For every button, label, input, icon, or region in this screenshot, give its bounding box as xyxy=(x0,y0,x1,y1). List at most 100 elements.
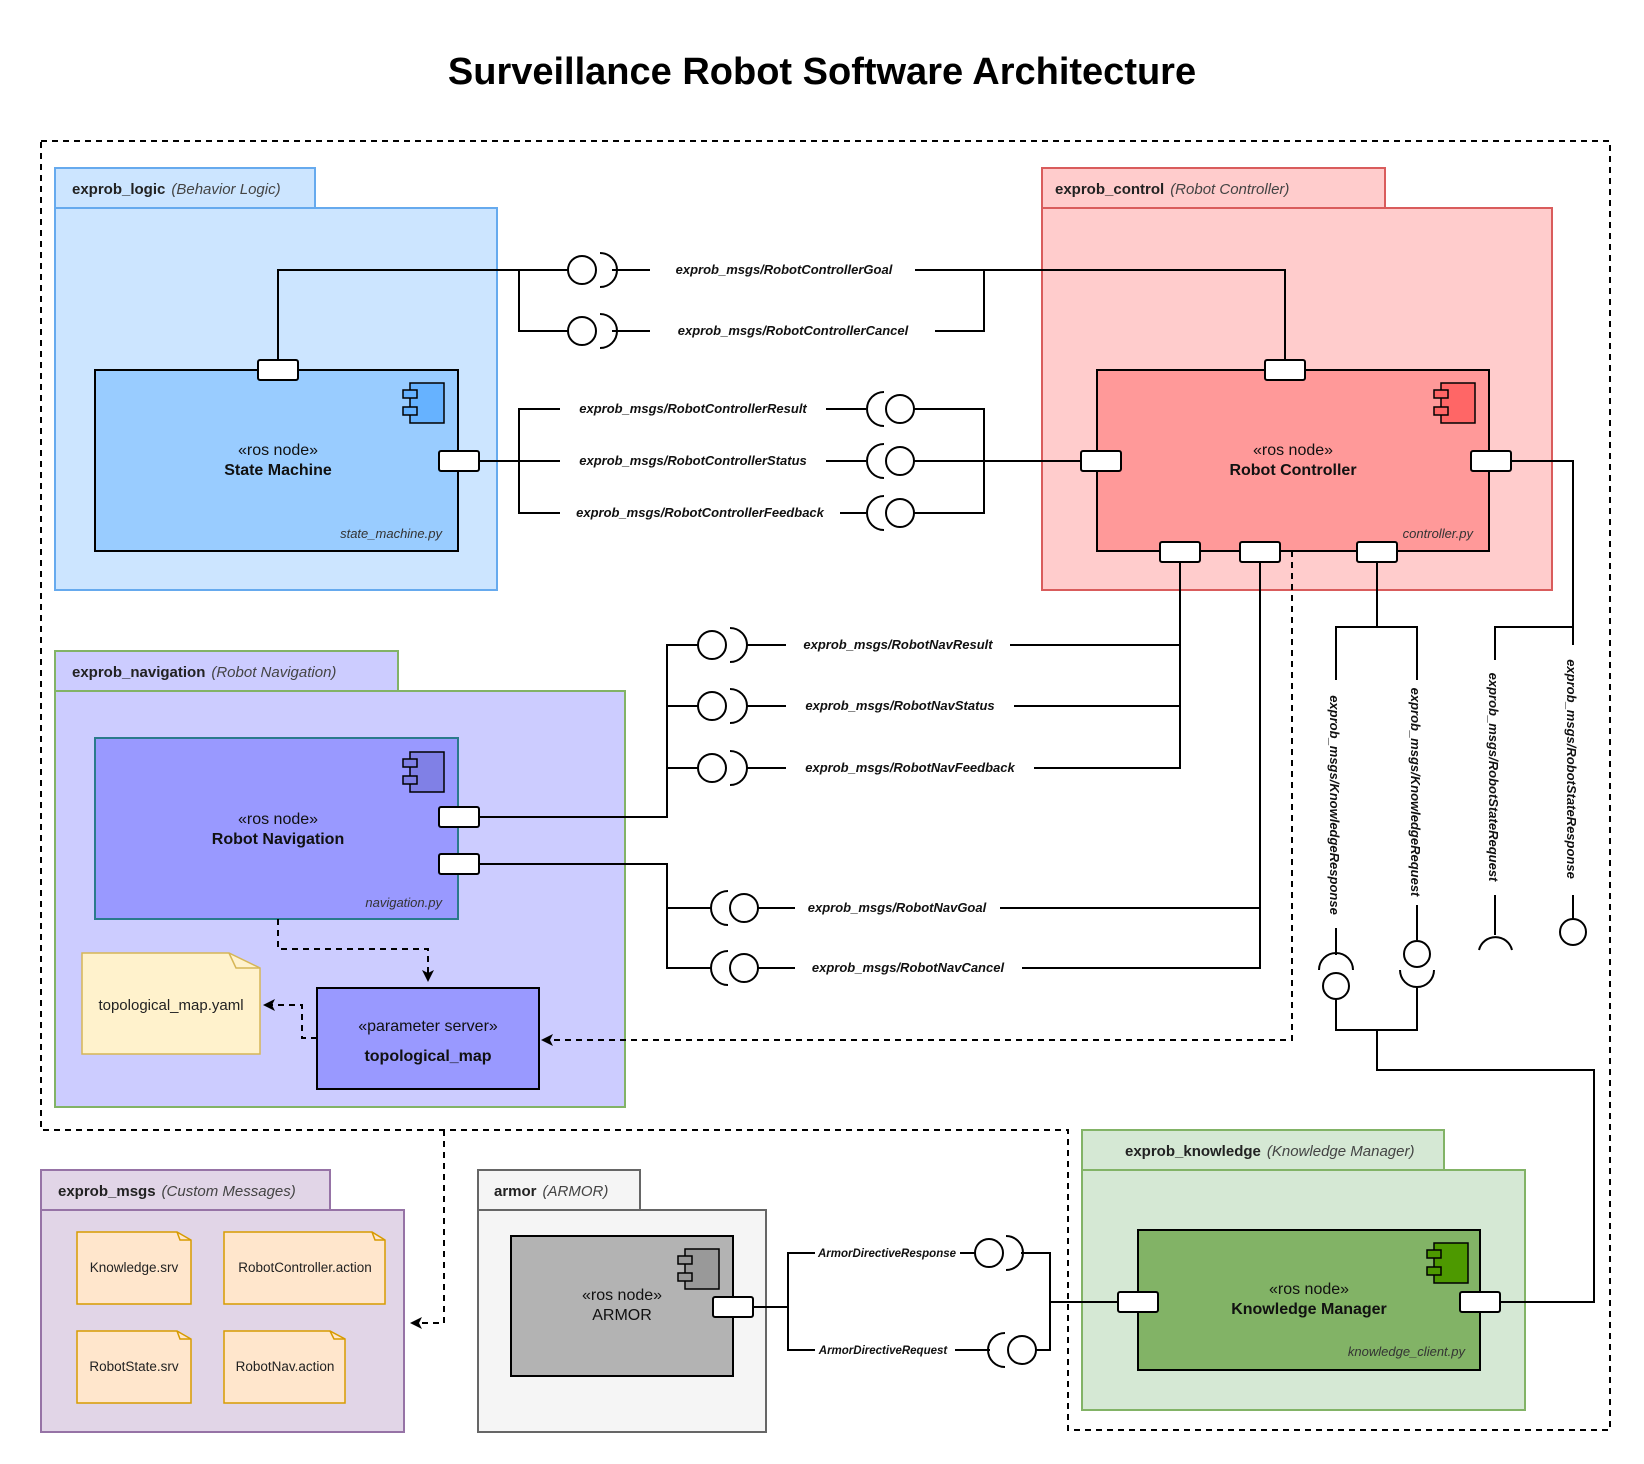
port-nav-right-1[interactable] xyxy=(438,806,480,828)
label-controller-status: exprob_msgs/RobotControllerStatus xyxy=(579,453,807,468)
label-nav-result: exprob_msgs/RobotNavResult xyxy=(803,637,993,652)
interface-nav-result-symbol xyxy=(697,627,748,663)
wire-knowledge-join xyxy=(1335,988,1418,1031)
label-knowledge-response: exprob_msgs/KnowledgeResponse xyxy=(1327,695,1342,915)
interface-nav-status-symbol xyxy=(697,688,748,724)
node-file: state_machine.py xyxy=(340,526,443,541)
wire-sm-cancel xyxy=(518,270,570,332)
label-controller-cancel: exprob_msgs/RobotControllerCancel xyxy=(678,323,909,338)
interface-controller-result-symbol xyxy=(866,391,915,427)
node-stereotype: «ros node» xyxy=(238,811,318,828)
node-robot-navigation[interactable]: «ros node» Robot Navigation navigation.p… xyxy=(94,737,459,920)
wire-nav-in-goal xyxy=(479,863,712,909)
wire-cancel-to-controller xyxy=(935,270,985,332)
interface-controller-cancel-symbol xyxy=(567,313,618,349)
wire-nav-out xyxy=(479,644,700,818)
wire-ctrl-state-response xyxy=(1511,460,1574,645)
dep-nav-to-map xyxy=(277,919,434,982)
wire-goal-to-controller xyxy=(915,269,1286,360)
component-icon xyxy=(1426,1242,1469,1284)
wire-sm-goal xyxy=(277,269,570,360)
interface-controller-feedback-symbol xyxy=(866,495,915,531)
note-robot-nav-action[interactable]: RobotNav.action xyxy=(223,1330,346,1404)
package-name: exprob_msgs(Custom Messages) xyxy=(58,1183,296,1200)
port-knowledge-left[interactable] xyxy=(1117,1291,1159,1313)
component-icon xyxy=(1433,382,1476,424)
node-file: controller.py xyxy=(1403,526,1475,541)
note-robot-state-srv[interactable]: RobotState.srv xyxy=(76,1330,192,1404)
label-armor-response: ArmorDirectiveResponse xyxy=(817,1248,957,1260)
port-ctrl-right[interactable] xyxy=(1470,450,1512,472)
package-name: exprob_knowledge(Knowledge Manager) xyxy=(1125,1143,1414,1160)
node-name: Knowledge Manager xyxy=(1231,1301,1387,1318)
wire-armor-request xyxy=(787,1307,815,1351)
wire-ctrl-nav-feedback xyxy=(1034,562,1181,769)
system-boundary xyxy=(40,140,1611,1431)
wire-to-knowledge-manager xyxy=(1376,1030,1595,1303)
dep-system-to-msgs xyxy=(410,1130,445,1329)
svg-text:RobotNav.action: RobotNav.action xyxy=(236,1359,335,1374)
node-name: ARMOR xyxy=(592,1307,652,1324)
note-robot-controller-action[interactable]: RobotController.action xyxy=(223,1231,386,1305)
package-name: exprob_logic(Behavior Logic) xyxy=(72,181,281,198)
port-nav-right-2[interactable] xyxy=(438,853,480,875)
label-state-request: exprob_msgs/RobotStateRequest xyxy=(1486,673,1501,882)
note-topological-map-yaml[interactable]: topological_map.yaml xyxy=(81,952,261,1055)
node-stereotype: «ros node» xyxy=(1269,1281,1349,1298)
label-controller-result: exprob_msgs/RobotControllerResult xyxy=(579,401,807,416)
port-ctrl-bottom-2[interactable] xyxy=(1239,541,1281,563)
svg-text:topological_map.yaml: topological_map.yaml xyxy=(98,997,243,1014)
component-icon xyxy=(402,382,445,424)
component-icon xyxy=(677,1248,720,1290)
package-name: armor(ARMOR) xyxy=(494,1183,608,1200)
node-robot-controller[interactable]: «ros node» Robot Controller controller.p… xyxy=(1096,369,1490,552)
node-stereotype: «parameter server» xyxy=(358,1018,498,1035)
port-ctrl-bottom-3[interactable] xyxy=(1356,541,1398,563)
interface-knowledge-response-symbol xyxy=(1318,952,1354,1000)
interface-nav-feedback-symbol xyxy=(697,750,748,786)
port-armor-right[interactable] xyxy=(712,1296,754,1318)
package-tab xyxy=(40,1169,331,1211)
port-ctrl-bottom-1[interactable] xyxy=(1159,541,1201,563)
note-knowledge-srv[interactable]: Knowledge.srv xyxy=(76,1231,192,1305)
node-file: navigation.py xyxy=(365,895,443,910)
interface-armor-response-symbol xyxy=(974,1235,1024,1271)
node-file: knowledge_client.py xyxy=(1348,1344,1467,1359)
wire-armor-response xyxy=(753,1252,815,1308)
label-controller-feedback: exprob_msgs/RobotControllerFeedback xyxy=(576,505,825,520)
interface-knowledge-request-symbol xyxy=(1399,940,1435,988)
port-ctrl-left[interactable] xyxy=(1080,450,1122,472)
node-knowledge-manager[interactable]: «ros node» Knowledge Manager knowledge_c… xyxy=(1137,1229,1481,1371)
dep-map-to-yaml xyxy=(263,999,317,1039)
label-nav-feedback: exprob_msgs/RobotNavFeedback xyxy=(805,760,1015,775)
node-stereotype: «ros node» xyxy=(238,442,318,459)
interface-state-request-symbol xyxy=(1478,936,1513,951)
wire-sm-feedback xyxy=(518,461,560,514)
port-sm-top[interactable] xyxy=(257,359,299,381)
label-controller-goal: exprob_msgs/RobotControllerGoal xyxy=(676,262,893,277)
port-ctrl-top[interactable] xyxy=(1264,359,1306,381)
package-name: exprob_navigation(Robot Navigation) xyxy=(72,664,336,681)
node-name: Robot Navigation xyxy=(212,831,344,848)
interface-controller-goal-symbol xyxy=(567,252,618,288)
wire-ctrl-state-request xyxy=(1494,626,1573,660)
port-knowledge-right[interactable] xyxy=(1459,1291,1501,1313)
node-stereotype: «ros node» xyxy=(582,1287,662,1304)
node-state-machine[interactable]: «ros node» State Machine state_machine.p… xyxy=(94,369,459,552)
label-armor-request: ArmorDirectiveRequest xyxy=(818,1345,949,1357)
node-topological-map[interactable]: «parameter server» topological_map xyxy=(316,987,540,1090)
diagram-title: Surveillance Robot Software Architecture xyxy=(448,51,1196,93)
wire-nav-in-cancel xyxy=(666,908,712,969)
node-stereotype: «ros node» xyxy=(1253,442,1333,459)
node-name: State Machine xyxy=(224,462,332,479)
node-name: topological_map xyxy=(364,1048,491,1065)
node-armor[interactable]: «ros node» ARMOR xyxy=(510,1235,734,1377)
package-tab xyxy=(54,650,399,692)
svg-text:Knowledge.srv: Knowledge.srv xyxy=(90,1260,179,1275)
port-sm-right[interactable] xyxy=(438,450,480,472)
label-knowledge-request: exprob_msgs/KnowledgeRequest xyxy=(1408,688,1423,897)
interface-controller-status-symbol xyxy=(866,443,915,479)
package-tab xyxy=(1081,1129,1445,1171)
wire-ctrl-knowledge-left xyxy=(1335,562,1378,680)
